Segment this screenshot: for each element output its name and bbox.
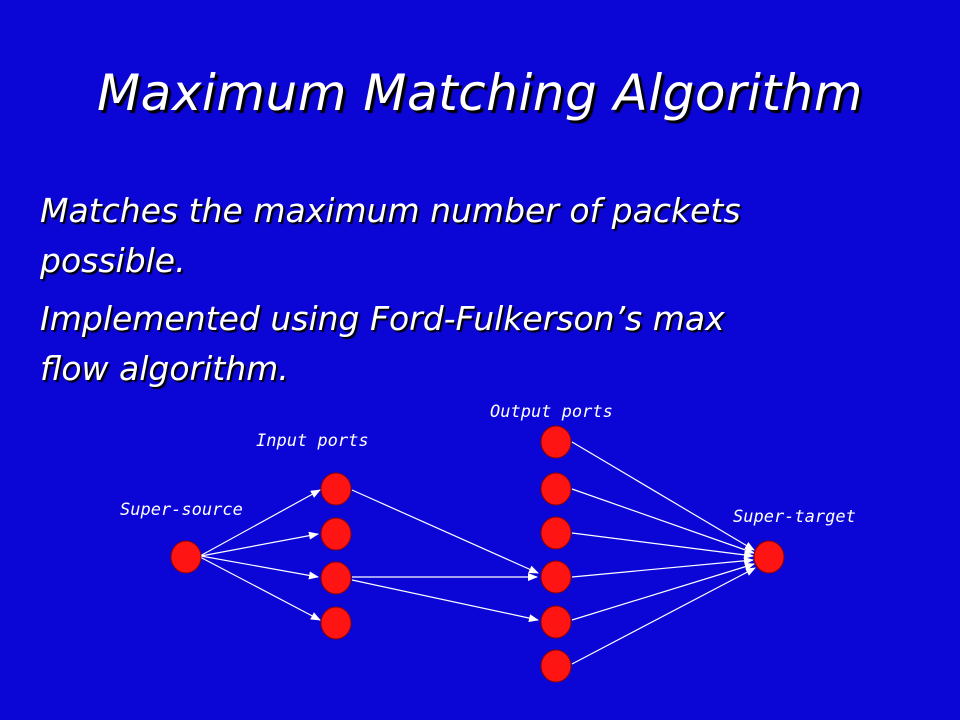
node-circle bbox=[170, 540, 202, 574]
node-circle bbox=[753, 540, 785, 574]
bullet-line: possible. bbox=[40, 241, 186, 280]
edge bbox=[571, 556, 754, 578]
output-port-node bbox=[540, 560, 572, 594]
bullet-line: Matches the maximum number of packets bbox=[40, 191, 741, 230]
bullet-list: Matches the maximum number of packets po… bbox=[40, 186, 940, 402]
edge bbox=[351, 489, 539, 574]
edges-inputs-to-outputs bbox=[351, 489, 539, 623]
input-port-node bbox=[320, 561, 352, 595]
output-port-node bbox=[540, 425, 572, 459]
edge bbox=[571, 562, 755, 621]
label-input-ports: Input ports bbox=[256, 431, 369, 451]
edges-outputs-to-target bbox=[571, 441, 756, 665]
edge bbox=[571, 567, 756, 665]
edge bbox=[351, 579, 539, 623]
output-port-node bbox=[540, 516, 572, 550]
bullet-item: Implemented using Ford-Fulkerson’s max f… bbox=[40, 294, 940, 394]
output-port-nodes bbox=[540, 425, 572, 683]
label-super-target: Super-target bbox=[733, 507, 856, 527]
super-source-node bbox=[170, 540, 202, 574]
bullet-item: Matches the maximum number of packets po… bbox=[40, 186, 940, 286]
input-port-node bbox=[320, 517, 352, 551]
output-port-node bbox=[540, 649, 572, 683]
edge bbox=[200, 531, 319, 557]
edge bbox=[199, 556, 321, 621]
input-port-nodes bbox=[320, 472, 352, 640]
label-super-source: Super-source bbox=[120, 500, 243, 520]
slide-title: Maximum Matching Algorithm bbox=[97, 64, 863, 122]
output-port-node bbox=[540, 472, 572, 506]
output-port-node bbox=[540, 605, 572, 639]
edge bbox=[571, 532, 754, 559]
bullet-line: Implemented using Ford-Fulkerson’s max bbox=[40, 299, 725, 338]
edges-source-to-inputs bbox=[199, 489, 321, 621]
bullet-line: flow algorithm. bbox=[40, 349, 289, 388]
edge bbox=[200, 555, 319, 580]
edge bbox=[571, 488, 755, 554]
label-output-ports: Output ports bbox=[490, 402, 613, 422]
edge bbox=[571, 441, 755, 551]
super-target-node bbox=[753, 540, 785, 574]
input-port-node bbox=[320, 606, 352, 640]
edge bbox=[199, 489, 321, 557]
input-port-node bbox=[320, 472, 352, 506]
